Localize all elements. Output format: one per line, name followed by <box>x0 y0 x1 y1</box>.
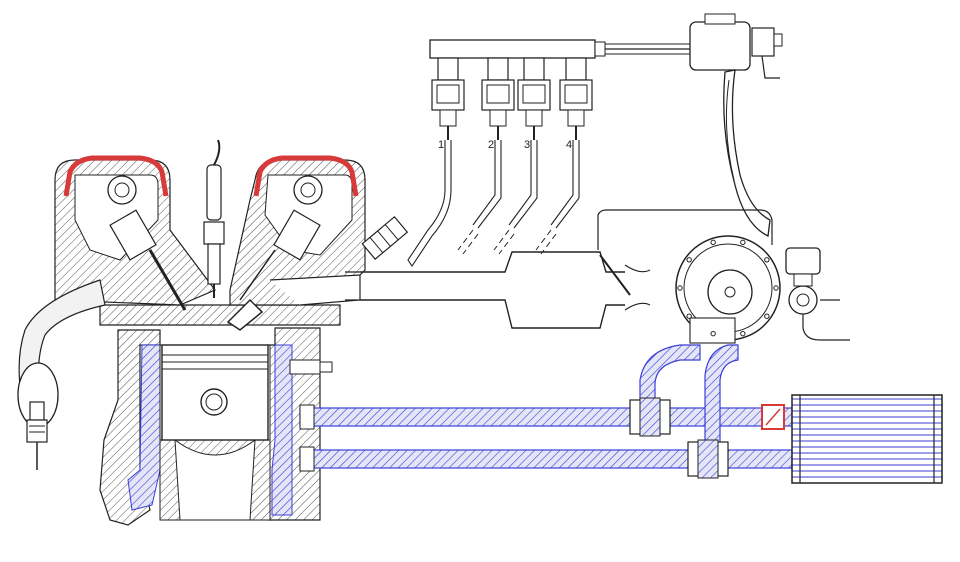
injector-4 <box>535 57 593 255</box>
spark-plug <box>203 139 225 298</box>
reducer-bolt <box>686 257 692 263</box>
left-tappet <box>109 209 157 261</box>
injector-label-4: 4 <box>566 139 572 151</box>
oxygen-sensor <box>26 401 48 470</box>
injector-number-labels: 1 2 3 4 <box>438 139 572 151</box>
gas-hose <box>723 69 771 237</box>
injector-1 <box>407 57 465 267</box>
intake-valve <box>226 249 276 331</box>
block-fittings <box>289 359 333 375</box>
reducer-bolt <box>677 285 683 291</box>
cylinder-head <box>54 155 366 331</box>
right-valve-cover <box>253 155 359 197</box>
left-valve-cover <box>63 155 169 197</box>
reducer-bolt <box>764 313 770 319</box>
exhaust-manifold <box>17 279 106 470</box>
reducer-bolt <box>686 313 692 319</box>
solenoid-valve <box>785 247 850 341</box>
block-left-wall <box>99 329 161 526</box>
injector-label-2: 2 <box>488 139 494 151</box>
head-injector-nozzle <box>361 215 409 260</box>
piston <box>161 344 269 441</box>
radiator <box>791 394 943 484</box>
injector-2 <box>457 57 515 255</box>
injector-3 <box>493 57 551 255</box>
intake-runner <box>345 251 651 329</box>
coolant-hoses <box>299 344 793 479</box>
reducer-bolt <box>764 257 770 263</box>
right-coolant-jacket <box>271 344 293 516</box>
reducer-bolt <box>740 239 746 246</box>
injector-label-1: 1 <box>438 139 444 151</box>
vacuum-line <box>597 209 773 250</box>
right-tappet <box>273 209 321 261</box>
reducer-bolt <box>710 330 716 337</box>
injector-label-3: 3 <box>524 139 530 151</box>
lpg-reducer <box>675 235 781 344</box>
reducer-bolt <box>710 239 716 246</box>
head-deck <box>99 304 341 326</box>
injector-rail <box>429 39 690 59</box>
intake-port <box>269 274 361 306</box>
reducer-bolt <box>740 330 746 337</box>
lpg-filter <box>689 13 783 79</box>
reducer-bolt <box>773 285 779 291</box>
injectors <box>407 57 593 267</box>
